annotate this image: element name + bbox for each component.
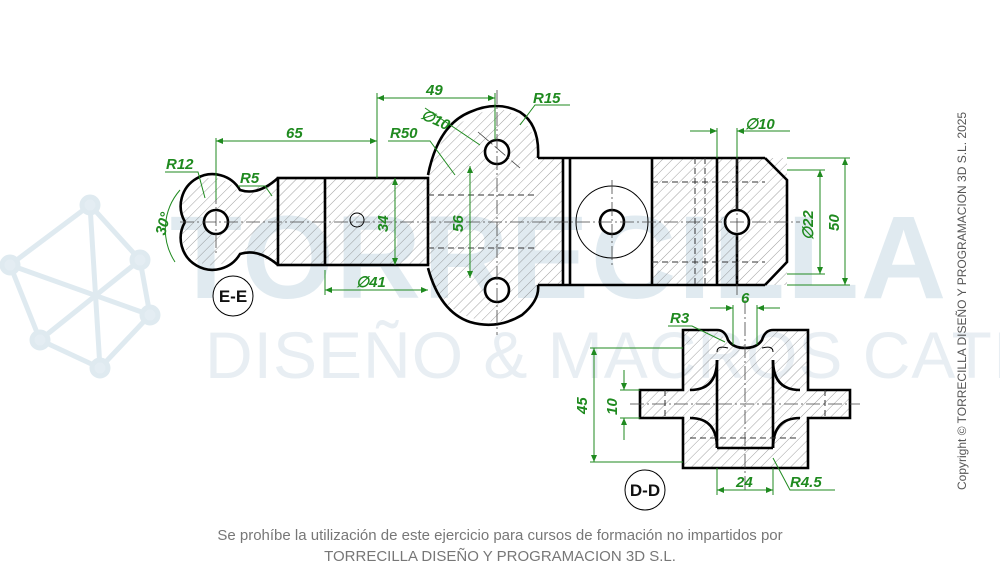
- dim-r5: R5: [240, 170, 260, 187]
- dim-50: 50: [826, 214, 843, 231]
- dim-r4-5: R4.5: [790, 474, 822, 491]
- dim-dia41: ∅41: [356, 274, 386, 291]
- section-d-d-view: [630, 300, 860, 490]
- dimension-labels: 49 R15 65 R50 ∅10 ∅10 R12 R5 30° 34 56 ∅…: [152, 82, 843, 491]
- dim-6: 6: [741, 290, 750, 307]
- footer-line-2: TORRECILLA DISEÑO Y PROGRAMACION 3D S.L.: [324, 548, 676, 565]
- dim-r12: R12: [166, 156, 194, 173]
- dimensions: [164, 93, 850, 495]
- dim-dia10-right: ∅10: [745, 116, 775, 133]
- watermark-subtitle: DISEÑO & MACROS CATIA: [205, 318, 1000, 392]
- dim-r3: R3: [670, 310, 690, 327]
- section-e-e-view: [179, 90, 800, 335]
- section-d-label: D-D: [630, 481, 660, 500]
- section-e-label: E-E: [219, 287, 247, 306]
- dim-45: 45: [574, 397, 591, 415]
- dim-34: 34: [375, 215, 392, 232]
- view-label-d-d: D-D: [624, 469, 666, 511]
- watermark-logo-icon: [0, 194, 161, 379]
- footer-line-1: Se prohíbe la utilización de este ejerci…: [217, 527, 783, 544]
- dim-angle-30: 30°: [152, 210, 175, 237]
- dim-56: 56: [450, 215, 467, 232]
- dim-10: 10: [604, 398, 621, 415]
- dim-dia22: ∅22: [800, 210, 817, 240]
- dim-24: 24: [735, 474, 753, 491]
- dim-r15: R15: [533, 90, 561, 107]
- dim-65: 65: [286, 125, 303, 142]
- view-label-e-e: E-E: [212, 275, 254, 317]
- dim-r50: R50: [390, 125, 418, 142]
- dim-49: 49: [425, 82, 443, 99]
- copyright-text: Copyright © TORRECILLA DISEÑO Y PROGRAMA…: [955, 112, 969, 490]
